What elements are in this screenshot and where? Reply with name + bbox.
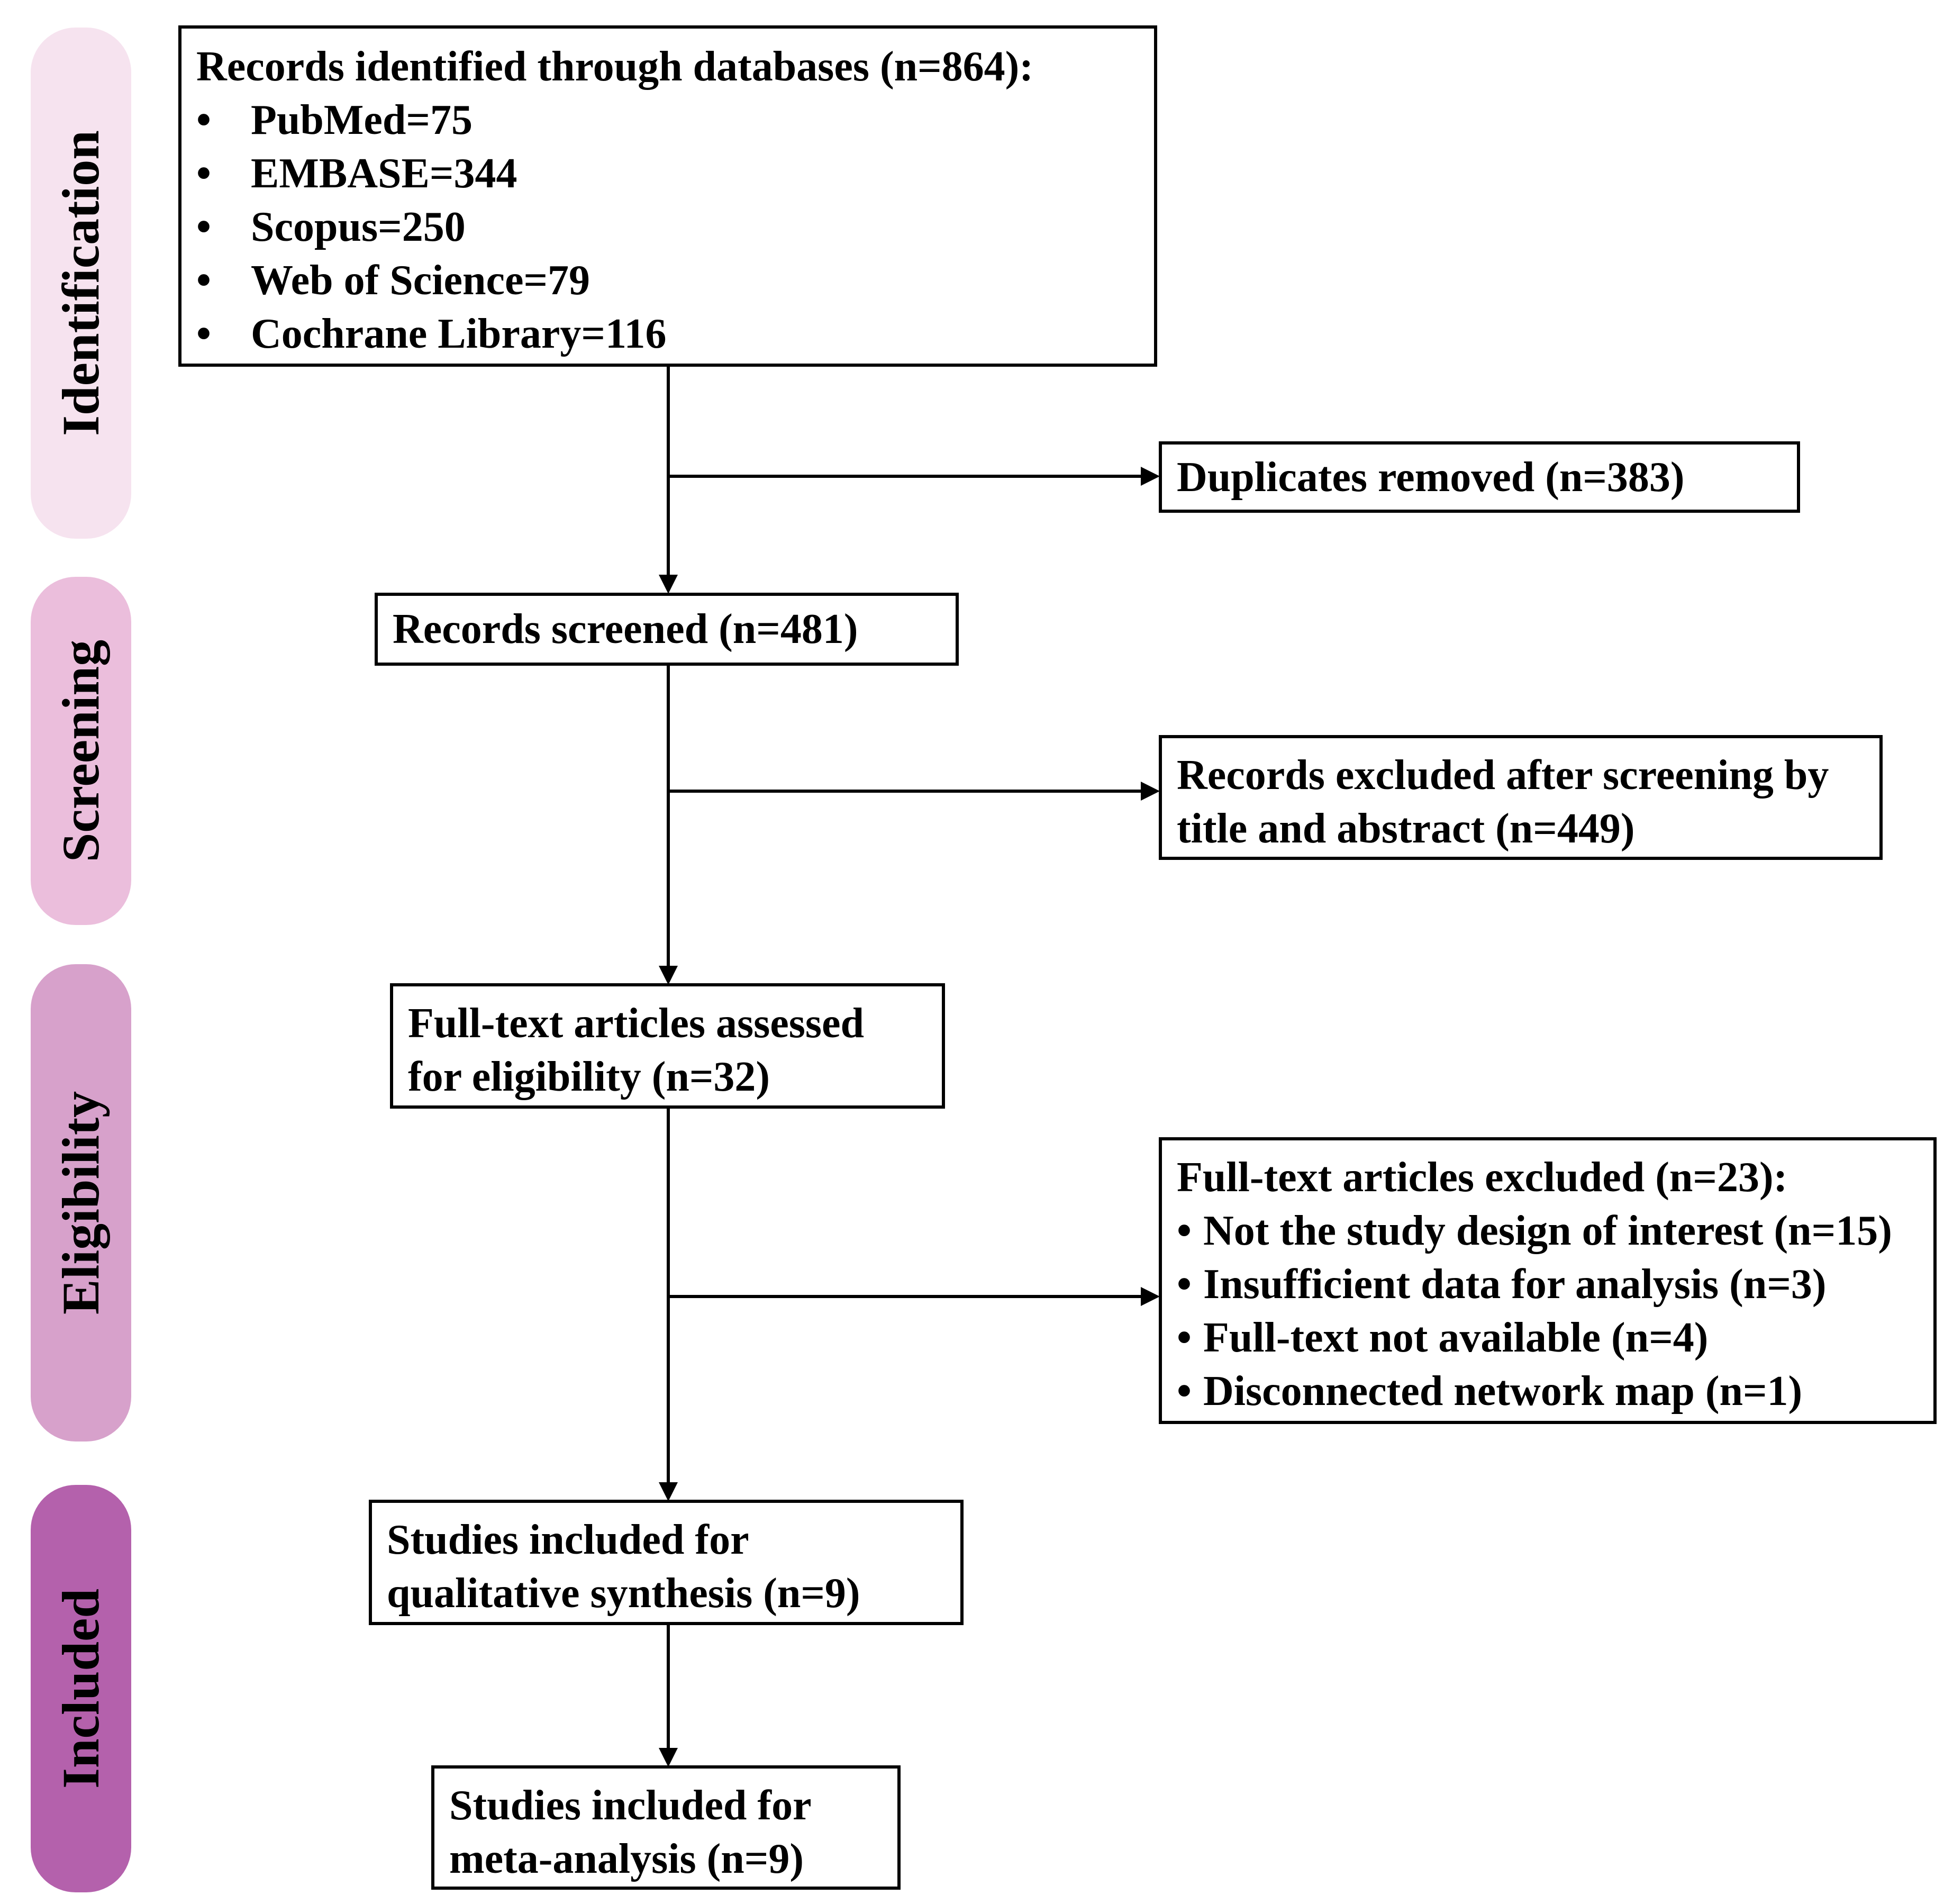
bullet-icon: • bbox=[196, 97, 212, 143]
exclusion-reason-label: Not the study design of interest (n=15) bbox=[1203, 1208, 1892, 1254]
exclusion-reason-item: •Full-text not available (n=4) bbox=[1177, 1311, 1919, 1365]
records-identified-title: Records identified through databases (n=… bbox=[196, 43, 1033, 90]
exclusion-reason-label: Insufficient data for analysis (n=3) bbox=[1203, 1261, 1827, 1308]
fulltext-assessed-line1: Full-text articles assessed bbox=[408, 1000, 865, 1047]
duplicates-removed-text: Duplicates removed (n=383) bbox=[1177, 454, 1685, 501]
bullet-icon: • bbox=[196, 150, 212, 197]
exclusion-reason-label: Disconnected network map (n=1) bbox=[1203, 1368, 1803, 1415]
excluded-screening-line2: title and abstract (n=449) bbox=[1177, 805, 1635, 852]
database-source-list: • PubMed=75 • EMBASE=344 • Scopus=250 • Web … bbox=[196, 94, 1139, 361]
database-source-item: • Web of Science=79 bbox=[196, 254, 1139, 307]
records-screened-box: Records screened (n=481) bbox=[375, 593, 959, 666]
exclusion-reason-label: Full-text not available (n=4) bbox=[1203, 1314, 1709, 1361]
phase-eligibility: Eligibility bbox=[31, 964, 131, 1441]
exclusion-reason-list: •Not the study design of interest (n=15)… bbox=[1177, 1204, 1919, 1418]
bullet-icon: • bbox=[1177, 1314, 1192, 1361]
database-source-item: • EMBASE=344 bbox=[196, 147, 1139, 201]
bullet-icon: • bbox=[196, 257, 212, 304]
records-identified-box: Records identified through databases (n=… bbox=[178, 25, 1157, 367]
excluded-screening-box: Records excluded after screening by titl… bbox=[1159, 735, 1883, 860]
database-source-label: PubMed=75 bbox=[251, 97, 473, 143]
database-source-item: • Cochrane Library=116 bbox=[196, 307, 1139, 361]
bullet-icon: • bbox=[1177, 1208, 1192, 1254]
phase-included-label: Included bbox=[51, 1589, 110, 1789]
qualitative-synthesis-line1: Studies included for bbox=[387, 1517, 749, 1563]
fulltext-assessed-box: Full-text articles assessed for eligibil… bbox=[390, 983, 945, 1109]
excluded-screening-line1: Records excluded after screening by bbox=[1177, 752, 1829, 799]
bullet-icon: • bbox=[1177, 1368, 1192, 1415]
meta-analysis-box: Studies included for meta-analysis (n=9) bbox=[431, 1765, 901, 1890]
duplicates-removed-box: Duplicates removed (n=383) bbox=[1159, 441, 1800, 513]
meta-analysis-line1: Studies included for bbox=[449, 1782, 812, 1829]
excluded-fulltext-box: Full-text articles excluded (n=23): •Not… bbox=[1159, 1137, 1937, 1424]
database-source-label: Web of Science=79 bbox=[251, 257, 591, 304]
phase-eligibility-label: Eligibility bbox=[51, 1091, 111, 1315]
database-source-item: • PubMed=75 bbox=[196, 94, 1139, 147]
exclusion-reason-item: •Not the study design of interest (n=15) bbox=[1177, 1204, 1919, 1258]
bullet-icon: • bbox=[196, 204, 212, 250]
database-source-label: Scopus=250 bbox=[251, 204, 466, 250]
phase-identification: Identification bbox=[31, 28, 131, 539]
phase-screening: Screening bbox=[31, 577, 131, 925]
fulltext-assessed-line2: for eligibility (n=32) bbox=[408, 1054, 770, 1100]
database-source-label: EMBASE=344 bbox=[251, 150, 517, 197]
bullet-icon: • bbox=[196, 311, 212, 357]
exclusion-reason-item: •Disconnected network map (n=1) bbox=[1177, 1365, 1919, 1418]
phase-included: Included bbox=[31, 1485, 131, 1892]
bullet-icon: • bbox=[1177, 1261, 1192, 1308]
excluded-fulltext-title: Full-text articles excluded (n=23): bbox=[1177, 1154, 1788, 1201]
phase-identification-label: Identification bbox=[51, 130, 111, 436]
qualitative-synthesis-box: Studies included for qualitative synthes… bbox=[369, 1500, 964, 1625]
exclusion-reason-item: •Insufficient data for analysis (n=3) bbox=[1177, 1258, 1919, 1311]
database-source-item: • Scopus=250 bbox=[196, 201, 1139, 254]
qualitative-synthesis-line2: qualitative synthesis (n=9) bbox=[387, 1570, 860, 1617]
meta-analysis-line2: meta-analysis (n=9) bbox=[449, 1836, 804, 1882]
database-source-label: Cochrane Library=116 bbox=[251, 311, 667, 357]
phase-screening-label: Screening bbox=[51, 639, 110, 863]
records-screened-text: Records screened (n=481) bbox=[393, 606, 858, 652]
